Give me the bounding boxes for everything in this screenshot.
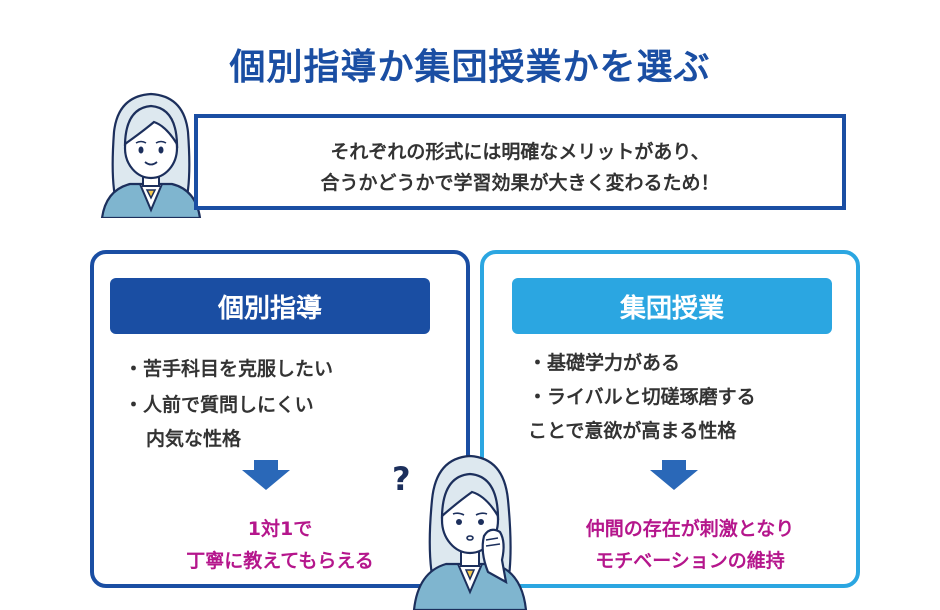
speech-line-2: 合うかどうかで学習効果が大きく変わるため！: [320, 172, 720, 194]
point-item: ことで意欲が高まる性格: [528, 420, 737, 442]
result-line-2: モチベーションの維持: [595, 550, 785, 572]
result-line-2: 丁寧に教えてもらえる: [186, 550, 374, 572]
arrow-down-icon: [242, 460, 290, 490]
result-line-1: 1対1で: [247, 518, 313, 540]
card-individual-tutoring: 個別指導 ・苦手科目を克服したい ・人前で質問しにくい 内気な性格 1対1で 丁…: [90, 250, 470, 588]
card-group-class: 集団授業 ・基礎学力がある ・ライバルと切磋琢磨する ことで意欲が高まる性格 仲…: [480, 250, 860, 588]
card-heading: 個別指導: [110, 278, 430, 334]
point-item: 内気な性格: [146, 428, 242, 450]
speech-box: それぞれの形式には明確なメリットがあり、 合うかどうかで学習効果が大きく変わるた…: [194, 114, 846, 210]
point-item: ・人前で質問しにくい: [124, 394, 314, 416]
point-item: ・苦手科目を克服したい: [124, 358, 334, 380]
question-mark-icon: ?: [392, 460, 411, 498]
person-thinking-illustration: [412, 454, 528, 610]
page-title: 個別指導か集団授業かを選ぶ: [229, 47, 711, 88]
result-line-1: 仲間の存在が刺激となり: [585, 518, 795, 540]
point-item: ・基礎学力がある: [528, 352, 681, 374]
person-smiling-illustration: [100, 92, 202, 218]
point-item: ・ライバルと切磋琢磨する: [528, 386, 756, 408]
card-heading: 集団授業: [512, 278, 832, 334]
arrow-down-icon: [650, 460, 698, 490]
speech-line-1: それぞれの形式には明確なメリットがあり、: [330, 141, 710, 163]
